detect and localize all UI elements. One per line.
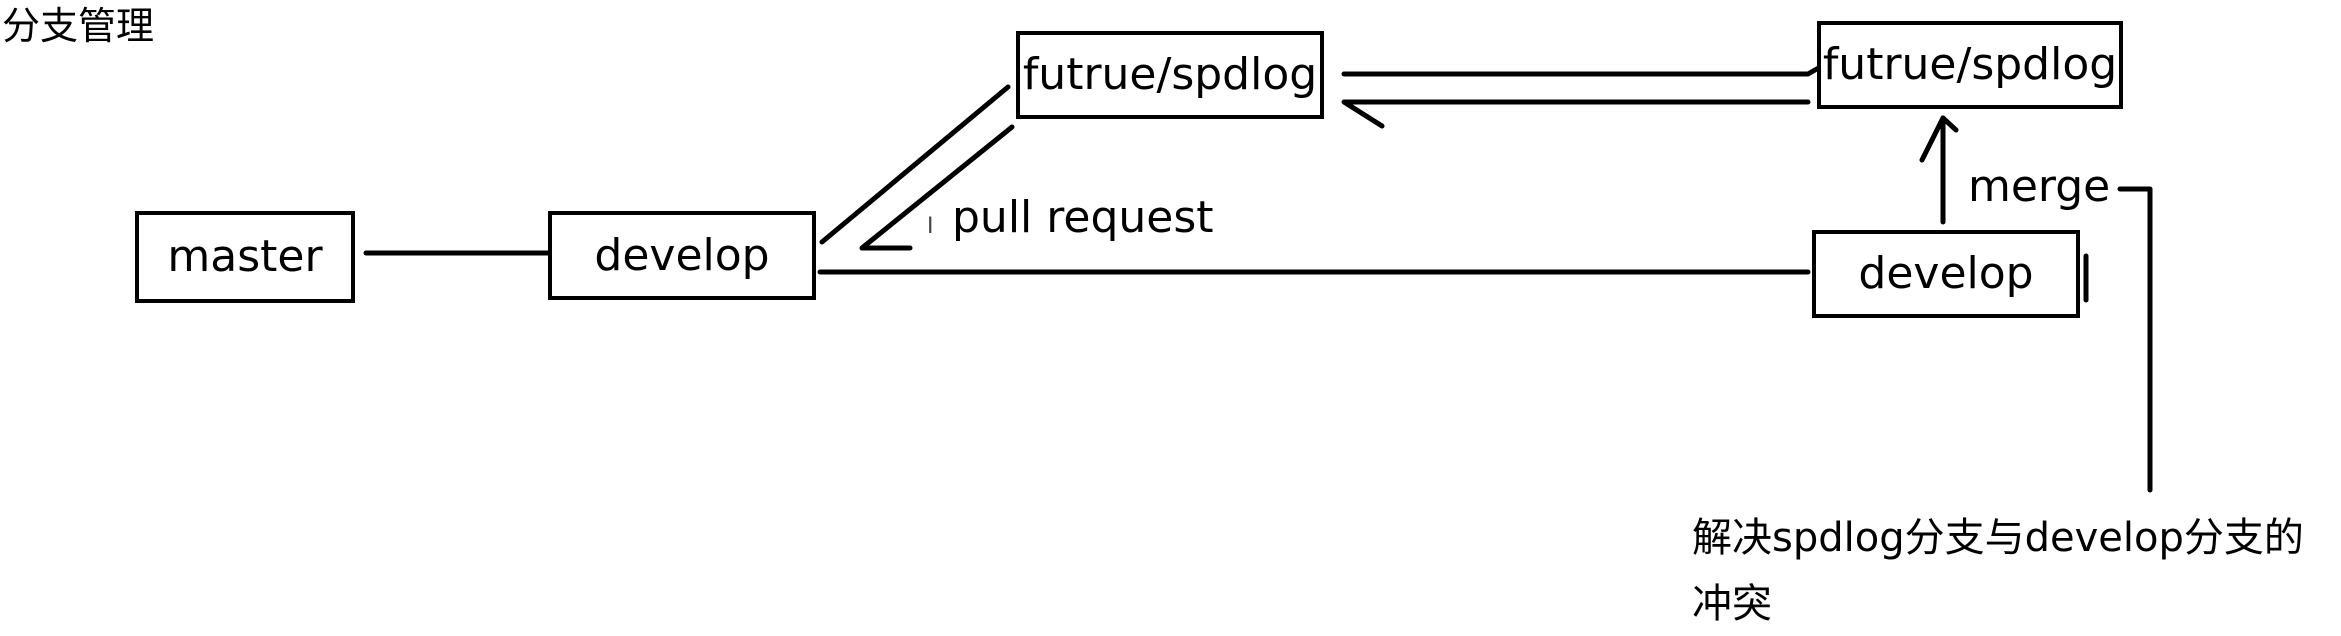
edge-develop-feature [819,84,1011,245]
merge-arrowhead [1919,115,1959,163]
node-master: master [135,211,355,303]
text-cursor-icon: I [927,214,934,239]
conflict-note-line1: 解决spdlog分支与develop分支的 [1692,515,2304,561]
edge-pull-request [859,124,1015,251]
label-merge: merge [1968,161,2111,212]
node-develop-right: develop [1812,230,2080,318]
edge-feature-to-feature [1341,63,1825,77]
edge-feature-back [1341,99,1811,129]
merge-label-connector [2117,186,2153,493]
label-pull-request: pull request [952,192,1214,243]
node-feature-left: futrue/spdlog [1016,31,1324,119]
node-feature-right: futrue/spdlog [1817,21,2123,109]
node-develop-left: develop [548,211,816,300]
conflict-note-line2: 冲突 [1692,581,1772,627]
page-title: 分支管理 [2,4,155,48]
